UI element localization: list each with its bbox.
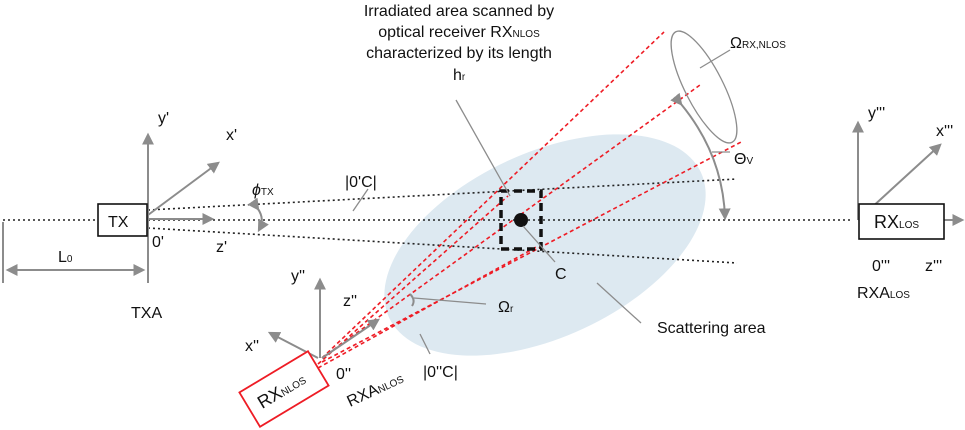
nlos-fov-line xyxy=(321,140,744,363)
nlos-fov-line xyxy=(317,195,509,365)
dist-00c-leader-line xyxy=(419,333,431,355)
tx-box-label: TX xyxy=(108,214,129,231)
dist-00c-label: |0''C| xyxy=(423,364,458,381)
rx-los-box xyxy=(858,203,945,240)
omega-rx-sub: RX,NLOS xyxy=(742,40,786,51)
omega-r-arc xyxy=(409,293,415,307)
dist-0c-leader-line xyxy=(352,188,369,212)
caption-line-2-main: optical receiver RX xyxy=(378,24,513,41)
caption-line-1: Irradiated area scanned by xyxy=(364,3,554,20)
rx-nlos-x-axis-label: x'' xyxy=(245,338,259,355)
l0-sub: 0 xyxy=(67,254,73,265)
irradiated-area-square xyxy=(499,189,543,251)
rx-los-box-sub: LOS xyxy=(899,220,919,231)
rx-nlos-origin-label: 0'' xyxy=(336,366,351,383)
rxa-los-main: RXA xyxy=(857,285,890,302)
tx-x-axis xyxy=(147,161,220,216)
tx-beam-lower-edge xyxy=(147,227,738,264)
l0-label: L0 xyxy=(58,249,73,266)
omega-rx-main: Ω xyxy=(730,35,742,52)
l0-main: L xyxy=(58,249,67,266)
scattering-point-c xyxy=(514,213,528,227)
rx-los-box-text: RXLOS xyxy=(874,212,919,232)
rxa-nlos-label: RXANLOS xyxy=(345,370,407,411)
rxa-nlos-sub: NLOS xyxy=(376,374,406,396)
nlos-fov-line xyxy=(321,84,701,359)
txa-label: TXA xyxy=(131,305,162,322)
phi-tx-label: ϕTX xyxy=(252,182,274,199)
point-c-label: C xyxy=(555,266,567,283)
tx-z-axis-label: z' xyxy=(216,239,227,256)
caption-line-4-main: h xyxy=(453,67,462,84)
scattering-area-label: Scattering area xyxy=(657,320,766,337)
rx-los-box-label: RX xyxy=(874,212,899,232)
theta-v-main: Θ xyxy=(734,151,746,168)
tx-beam-upper-edge xyxy=(147,178,738,211)
caption-line-2-sub: NLOS xyxy=(513,29,541,40)
omega-r-label: Ωr xyxy=(498,299,514,316)
rx-los-x-axis-label: x''' xyxy=(936,123,953,140)
caption-leader-line xyxy=(455,99,511,197)
omega-r-leader-line xyxy=(413,297,487,305)
omega-rx-label: ΩRX,NLOS xyxy=(730,35,786,52)
tx-y-axis-label: y' xyxy=(158,110,169,127)
caption-line-3: characterized by its length xyxy=(366,45,552,62)
theta-v-label: ΘV xyxy=(734,151,753,168)
tx-box xyxy=(97,203,148,237)
caption-line-4: hr xyxy=(453,67,466,84)
phi-tx-angle-arc xyxy=(247,197,269,233)
rx-nlos-z-axis xyxy=(321,318,380,359)
rx-los-origin-label: 0''' xyxy=(872,258,890,275)
rx-los-y-axis-label: y''' xyxy=(868,105,885,122)
caption-line-4-sub: r xyxy=(462,72,466,83)
rx-nlos-y-axis-label: y'' xyxy=(291,268,305,285)
omega-r-main: Ω xyxy=(498,299,510,316)
rx-los-z-axis-label: z''' xyxy=(925,258,942,275)
rxa-los-sub: LOS xyxy=(890,290,910,301)
phi-tx-sub: TX xyxy=(261,187,274,198)
scattering-leader-line xyxy=(596,282,642,324)
nlos-fov-line xyxy=(321,31,665,359)
rx-nlos-z-axis-label: z'' xyxy=(343,293,357,310)
tx-x-axis-label: x' xyxy=(226,127,237,144)
rx-nlos-box: RXNLOS xyxy=(238,350,330,428)
omega-r-sub: r xyxy=(510,304,514,315)
theta-v-sub: V xyxy=(746,156,753,167)
caption-line-2: optical receiver RXNLOS xyxy=(378,24,540,41)
theta-v-angle-arc xyxy=(670,92,731,221)
omega-rx-leader-line xyxy=(699,49,731,69)
c-leader-line xyxy=(522,225,556,263)
rxa-los-label: RXALOS xyxy=(857,285,910,302)
dist-0c-label: |0'C| xyxy=(345,174,377,191)
phi-tx-main: ϕ xyxy=(252,182,261,199)
tx-origin-label: 0' xyxy=(152,234,164,251)
scattering-area xyxy=(384,134,706,356)
